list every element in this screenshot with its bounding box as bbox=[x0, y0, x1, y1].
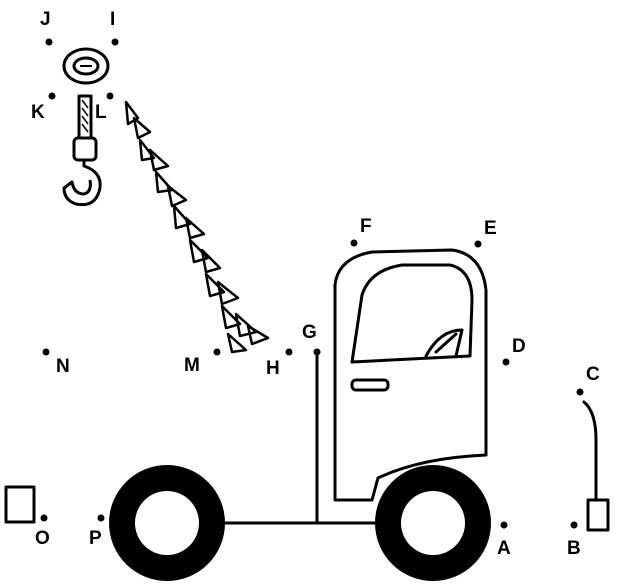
label-g: G bbox=[302, 322, 317, 343]
dot-f[interactable] bbox=[350, 239, 358, 247]
label-f: F bbox=[360, 216, 372, 237]
dot-c[interactable] bbox=[576, 388, 584, 396]
dot-g[interactable] bbox=[313, 348, 321, 356]
label-b: B bbox=[567, 538, 581, 559]
dot-i[interactable] bbox=[111, 38, 119, 46]
label-j: J bbox=[40, 9, 51, 30]
dot-l[interactable] bbox=[106, 92, 114, 100]
dot-o[interactable] bbox=[40, 514, 48, 522]
rear-post bbox=[582, 400, 598, 502]
dot-p[interactable] bbox=[97, 514, 105, 522]
lattice-boom-icon bbox=[124, 100, 270, 354]
front-bumper bbox=[4, 485, 36, 524]
label-a: A bbox=[497, 538, 511, 559]
dot-k[interactable] bbox=[48, 92, 56, 100]
door-handle bbox=[350, 378, 390, 392]
label-p: P bbox=[89, 528, 102, 549]
crane-truck-illustration bbox=[4, 248, 610, 532]
dot-n[interactable] bbox=[42, 348, 50, 356]
label-c: C bbox=[586, 364, 600, 385]
label-h: H bbox=[266, 358, 280, 379]
label-d: D bbox=[512, 336, 526, 357]
label-i: I bbox=[110, 9, 115, 30]
dot-b[interactable] bbox=[570, 521, 578, 529]
wheel-icon bbox=[375, 465, 491, 581]
pulley-icon bbox=[62, 47, 110, 85]
dot-e[interactable] bbox=[474, 240, 482, 248]
label-n: N bbox=[56, 356, 70, 377]
dot-m[interactable] bbox=[213, 348, 221, 356]
label-m: M bbox=[184, 355, 200, 376]
rear-light bbox=[586, 498, 610, 532]
dot-points: A B C D E F G H I J K L M bbox=[31, 9, 600, 559]
label-e: E bbox=[484, 218, 497, 239]
dot-d[interactable] bbox=[502, 358, 510, 366]
label-l: L bbox=[95, 102, 107, 123]
dot-j[interactable] bbox=[45, 38, 53, 46]
wheel-icon bbox=[109, 465, 225, 581]
dot-a[interactable] bbox=[500, 521, 508, 529]
hook-icon bbox=[62, 94, 102, 207]
label-o: O bbox=[35, 528, 50, 549]
steering-wheel bbox=[424, 328, 464, 358]
truck-cab bbox=[333, 248, 488, 502]
dot-h[interactable] bbox=[285, 348, 293, 356]
cab-window bbox=[350, 263, 474, 364]
label-k: K bbox=[31, 102, 45, 123]
